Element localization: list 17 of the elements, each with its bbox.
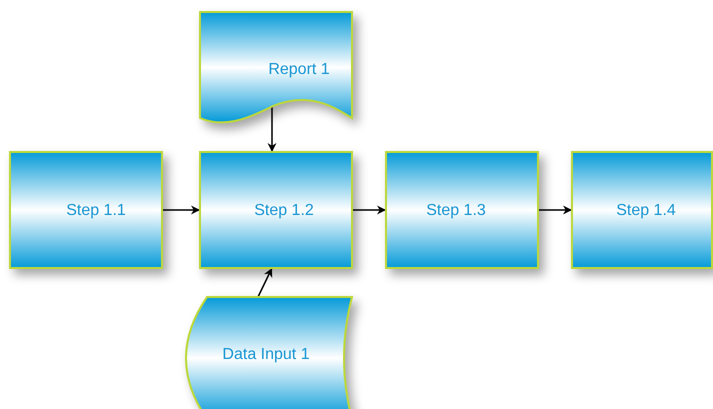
arrow — [162, 206, 200, 214]
process-box — [10, 152, 162, 268]
node-label: Step 1.3 — [426, 202, 486, 220]
process-box — [572, 152, 712, 268]
stored-data-shape — [186, 297, 352, 409]
node-label: Step 1.2 — [254, 202, 314, 220]
node-label: Report 1 — [268, 61, 330, 79]
node-label: Step 1.4 — [616, 202, 676, 220]
arrow — [268, 107, 276, 152]
process-box — [200, 152, 352, 268]
arrow — [257, 268, 273, 298]
node-label: Data Input 1 — [222, 346, 310, 364]
arrow — [538, 206, 572, 214]
document-shape — [200, 12, 352, 124]
node-label: Step 1.1 — [66, 202, 126, 220]
arrow — [352, 206, 386, 214]
process-box — [386, 152, 538, 268]
